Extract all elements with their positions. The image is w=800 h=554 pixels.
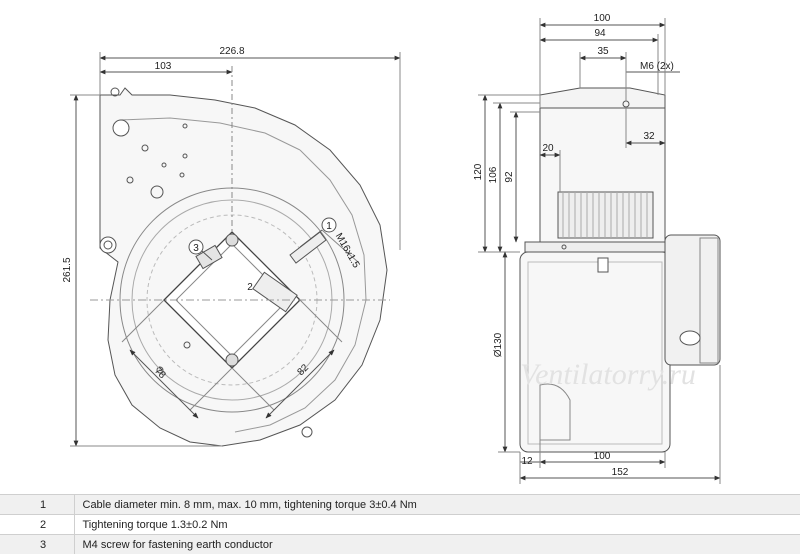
dim-bottom-12: 12 [521,456,533,467]
legend-text: Tightening torque 1.3±0.2 Nm [74,515,800,535]
side-view [478,18,720,484]
legend-num: 1 [0,495,74,515]
dim-screws: M6 (2x) [640,61,674,72]
legend-row: 3 M4 screw for fastening earth conductor [0,535,800,554]
dim-right-32: 32 [643,131,655,142]
dim-top-94: 94 [594,28,606,39]
dim-overall-height: 261.5 [62,257,73,282]
dim-left-20: 20 [542,143,554,154]
watermark: Ventilatorry.ru [520,358,696,391]
dim-top-35: 35 [597,46,609,57]
dim-dia-130: Ø130 [493,332,504,357]
dim-overall-width: 226.8 [219,46,244,57]
dim-left-offset: 103 [155,61,172,72]
dim-top-100: 100 [594,13,611,24]
terminal-box [665,235,720,365]
callout-3: 3 [193,243,199,254]
legend-num: 2 [0,515,74,535]
legend-row: 1 Cable diameter min. 8 mm, max. 10 mm, … [0,495,800,515]
volute-body [520,252,670,452]
dim-height-106: 106 [488,166,499,183]
legend-table: 1 Cable diameter min. 8 mm, max. 10 mm, … [0,494,800,554]
dim-bottom-152: 152 [612,467,629,478]
callout-2: 2 [247,282,253,293]
technical-drawing: 226.8 103 261.5 78 82 M16x1.5 1 2 3 [0,0,800,492]
legend-row: 2 Tightening torque 1.3±0.2 Nm [0,515,800,535]
legend-num: 3 [0,535,74,554]
callout-1: 1 [326,221,332,232]
dim-height-120: 120 [473,163,484,180]
dim-bottom-100: 100 [594,451,611,462]
legend-text: Cable diameter min. 8 mm, max. 10 mm, ti… [74,495,800,515]
legend-text: M4 screw for fastening earth conductor [74,535,800,554]
dim-height-92: 92 [504,171,515,183]
